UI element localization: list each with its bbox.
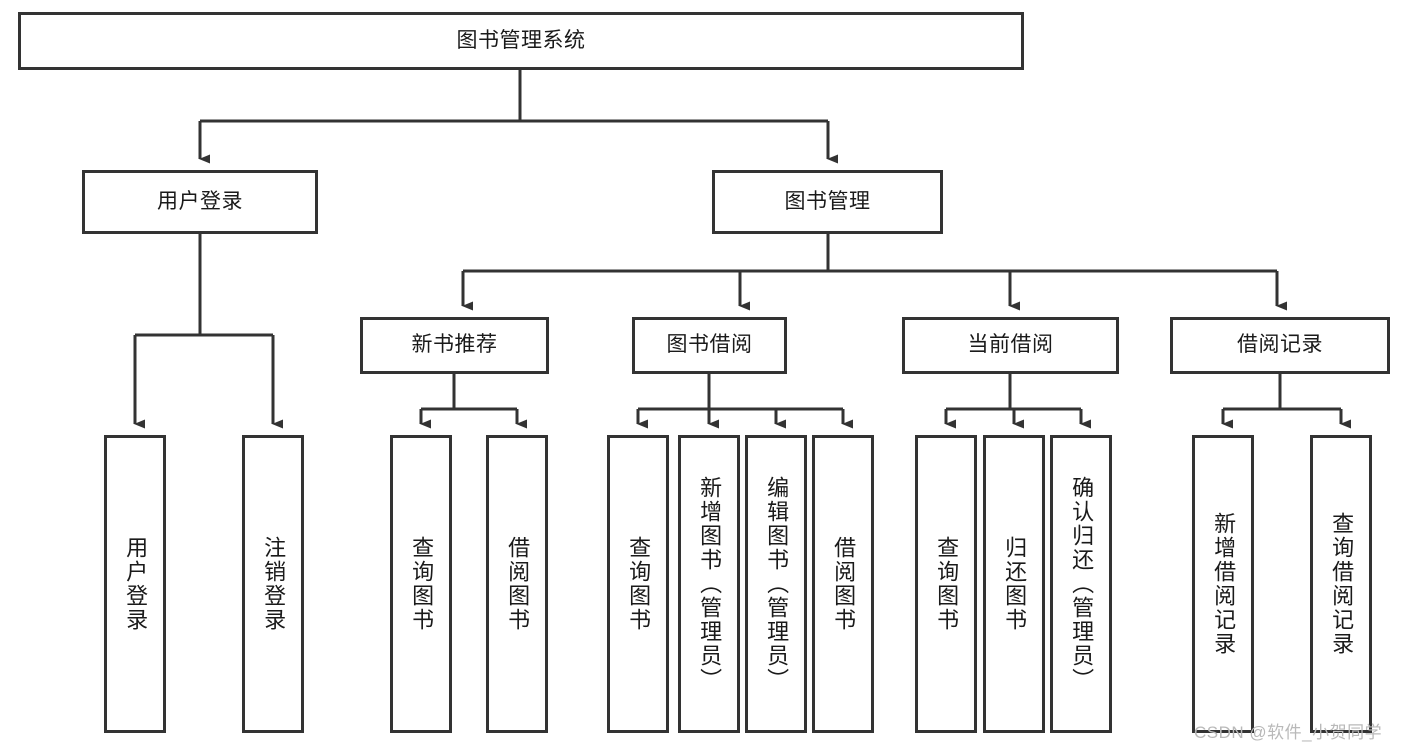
node-leaf-query-borrow-record[interactable]: 查询借阅记录 xyxy=(1310,435,1372,733)
node-label: 用户登录 xyxy=(157,189,243,213)
node-new-book-recommend[interactable]: 新书推荐 xyxy=(360,317,549,374)
node-leaf-return-book[interactable]: 归还图书 xyxy=(983,435,1045,733)
node-leaf-borrow-book[interactable]: 借阅图书 xyxy=(812,435,874,733)
node-leaf-confirm-return[interactable]: 确认归还（管理员） xyxy=(1050,435,1112,733)
node-leaf-user-logout[interactable]: 注销登录 xyxy=(242,435,304,733)
node-leaf-query-book-current[interactable]: 查询图书 xyxy=(915,435,977,733)
node-root[interactable]: 图书管理系统 xyxy=(18,12,1024,70)
node-leaf-user-login[interactable]: 用户登录 xyxy=(104,435,166,733)
node-label: 图书管理 xyxy=(784,189,871,213)
node-label: 查询图书 xyxy=(409,536,435,632)
node-label: 新增借阅记录 xyxy=(1211,512,1237,656)
node-label: 编辑图书（管理员） xyxy=(764,476,790,692)
node-label: 查询借阅记录 xyxy=(1329,512,1355,656)
node-book-manage[interactable]: 图书管理 xyxy=(712,170,943,234)
node-user-login[interactable]: 用户登录 xyxy=(82,170,318,234)
node-label: 当前借阅 xyxy=(967,333,1054,357)
node-label: 查询图书 xyxy=(626,536,652,632)
node-borrow-record[interactable]: 借阅记录 xyxy=(1170,317,1390,374)
node-leaf-query-book-recommend[interactable]: 查询图书 xyxy=(390,435,452,733)
node-current-borrow[interactable]: 当前借阅 xyxy=(902,317,1119,374)
node-book-borrow[interactable]: 图书借阅 xyxy=(632,317,787,374)
node-label: 归还图书 xyxy=(1002,536,1028,632)
node-leaf-query-book-borrow[interactable]: 查询图书 xyxy=(607,435,669,733)
node-label: 图书借阅 xyxy=(666,333,753,357)
node-label: 确认归还（管理员） xyxy=(1069,476,1095,692)
node-label: 查询图书 xyxy=(934,536,960,632)
node-label: 注销登录 xyxy=(261,536,287,632)
node-label: 用户登录 xyxy=(123,536,149,632)
node-leaf-add-book[interactable]: 新增图书（管理员） xyxy=(678,435,740,733)
node-label: 借阅图书 xyxy=(831,536,857,632)
node-label: 借阅图书 xyxy=(505,536,531,632)
node-label: 图书管理系统 xyxy=(456,28,586,52)
watermark-text: CSDN @软件_小贺同学 xyxy=(1194,723,1383,742)
node-label: 借阅记录 xyxy=(1237,333,1323,357)
node-leaf-borrow-book-recommend[interactable]: 借阅图书 xyxy=(486,435,548,733)
node-label: 新增图书（管理员） xyxy=(697,476,723,692)
node-leaf-add-borrow-record[interactable]: 新增借阅记录 xyxy=(1192,435,1254,733)
node-leaf-edit-book[interactable]: 编辑图书（管理员） xyxy=(745,435,807,733)
node-label: 新书推荐 xyxy=(411,333,498,357)
